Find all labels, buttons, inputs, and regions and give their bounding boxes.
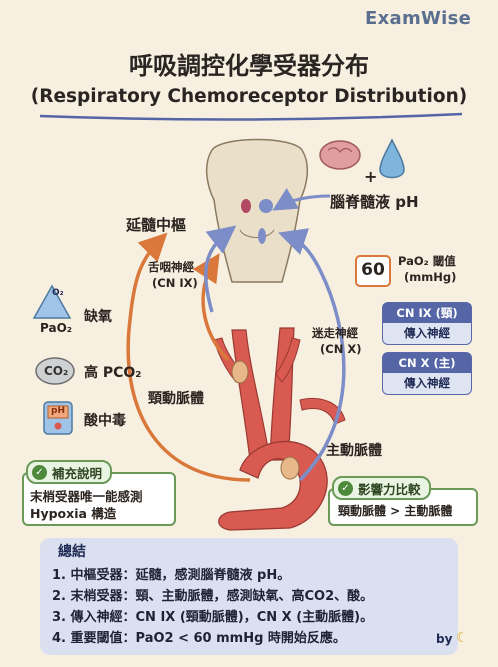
glossopharyngeal-label: 舌咽神經 [148,260,194,274]
title-underline [39,112,463,121]
brand-logo: ExamWise [365,8,472,29]
summary-item-3: 3. 傳入神經：CN IX (頸動脈體)，CN X (主動脈體)。 [52,610,374,625]
artery-illustration [213,327,346,531]
vagus-label: 迷走神經 [312,326,358,340]
page-title: 呼吸調控化學受器分布 [129,52,369,80]
cn10-box: CN X (主) 傳入神經 [382,352,472,395]
summary-item-4: 4. 重要閾值：PaO2 < 60 mmHg 時開始反應。 [52,631,346,646]
glossopharyngeal-cn: (CN IX) [152,276,198,290]
acidosis-label: 酸中毒 [84,413,126,429]
csf-ph-label: 腦脊髓液 pH [330,193,419,211]
carotid-body-marker [231,360,249,384]
aortic-body-marker [280,456,300,480]
supplement-line-2: Hypoxia 構造 [30,506,117,521]
influence-text: 頸動脈體 > 主動脈體 [338,504,453,518]
summary-item-2: 2. 末梢受器：頸、主動脈體，感測缺氧、高CO2、酸。 [52,589,374,604]
brainstem-illustration [205,138,309,283]
ph-meter-icon [43,401,73,435]
supplement-line-1: 末梢受器唯一能感測 [30,489,143,504]
supplement-title: 補充說明 [52,465,103,481]
footer-by: by [436,632,453,646]
o2-icon [32,284,72,319]
o2-symbol: O₂ [52,288,64,298]
influence-title: 影響力比較 [358,481,421,497]
influence-title-pill: ✓ 影響力比較 [332,476,431,500]
cn10-box-title: CN X (主) [383,353,471,373]
vagus-cn: (CN X) [320,342,362,356]
summary-panel [40,538,458,655]
summary-heading: 總結 [58,544,86,560]
pao2-label: PaO₂ [40,321,73,335]
summary-item-1: 1. 中樞受器：延髓，感測腦脊髓液 pH。 [52,568,291,583]
ph-symbol: pH [51,406,65,416]
cn9-box-subtitle: 傳入神經 [404,326,450,340]
cn9-box-title: CN IX (頸) [383,303,471,323]
pao2-threshold-title: PaO₂ 閾值 [398,254,456,268]
page-subtitle: (Respiratory Chemoreceptor Distribution) [30,86,468,107]
hypoxia-label: 缺氧 [84,309,112,325]
cn10-box-subtitle: 傳入神經 [404,376,450,390]
carotid-body-label: 頸動脈體 [148,391,204,407]
droplet-icon [379,138,405,179]
pao2-value-box [355,255,391,287]
pao2-threshold-unit: (mmHg) [404,270,457,284]
co2-cloud-icon [35,357,75,385]
pao2-value: 60 [361,260,385,280]
aortic-body-label: 主動脈體 [326,443,382,459]
check-icon: ✓ [32,464,47,480]
supplement-title-pill: ✓ 補充說明 [26,460,113,484]
check-icon: ✓ [338,480,353,496]
banana-icon: ☾ [456,630,469,646]
central-center-label: 延髓中樞 [126,216,187,234]
brain-icon [319,140,361,170]
high-pco2-label: 高 PCO₂ [84,365,142,381]
plus-sign: + [364,167,377,186]
co2-symbol: CO₂ [44,364,69,378]
cn9-box: CN IX (頸) 傳入神經 [382,302,472,345]
